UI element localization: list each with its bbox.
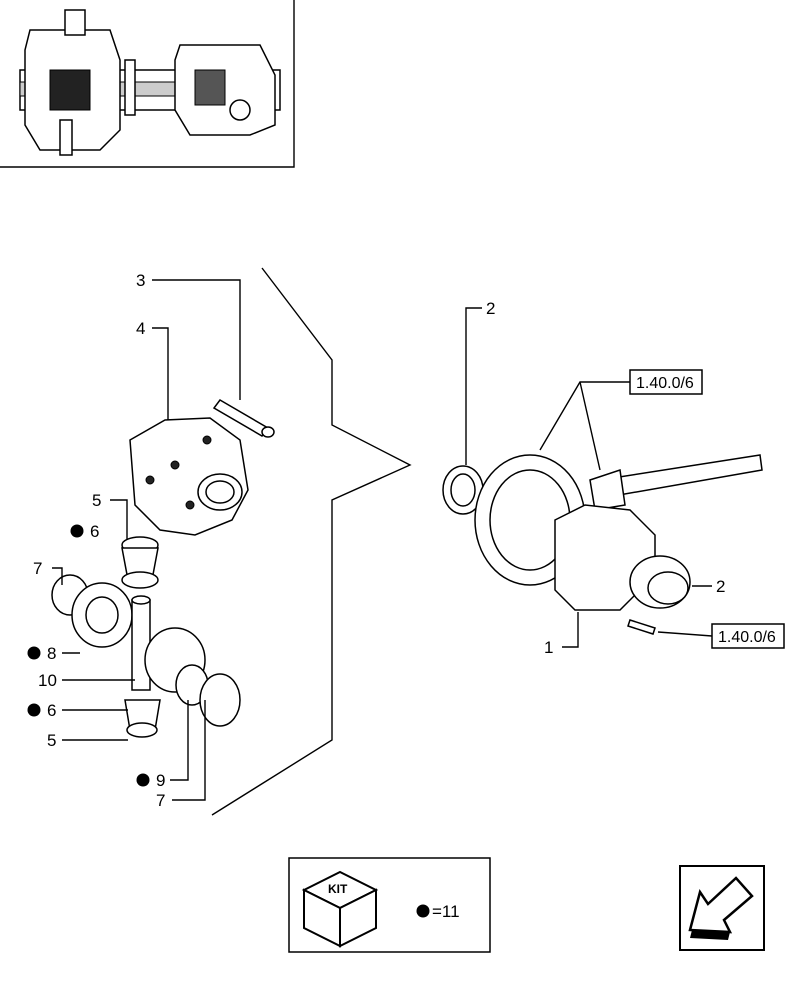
callout-5-top: 5: [92, 491, 101, 510]
kit-box-icon: KIT: [301, 870, 379, 948]
reference-box-bottom[interactable]: 1.40.0/6: [711, 623, 785, 649]
callout-3: 3: [136, 271, 145, 290]
bullet-dot-icon: [136, 773, 150, 787]
back-arrow-icon[interactable]: [688, 876, 754, 934]
callout-6-top: 6: [90, 522, 99, 541]
kit-value: =11: [432, 902, 460, 921]
leader-lines-left: [52, 279, 241, 801]
side-gear-left: [51, 574, 133, 648]
callout-4: 4: [136, 319, 145, 338]
assembled-differential: [442, 454, 763, 635]
leader-lines-right: [465, 307, 713, 648]
callout-2-right: 2: [716, 577, 725, 596]
callout-7-bottom: 7: [156, 791, 165, 810]
kit-label: KIT: [328, 882, 348, 896]
callout-1: 1: [544, 638, 553, 657]
side-gear-right: [144, 627, 241, 727]
differential-case-left: [129, 417, 249, 536]
pinion-gear-bottom: [124, 699, 161, 738]
back-arrow-button[interactable]: [679, 865, 765, 951]
shaft-pin: [131, 595, 151, 691]
bullet-dot-icon: [27, 646, 41, 660]
bullet-dot-icon: [27, 703, 41, 717]
cross-pin: [212, 399, 275, 438]
section-boundary: [211, 267, 412, 816]
reference-label-top[interactable]: 1.40.0/6: [636, 375, 694, 392]
axle-thumbnail: [0, 0, 295, 168]
reference-label-bottom[interactable]: 1.40.0/6: [718, 629, 776, 646]
callout-9: 9: [156, 771, 165, 790]
callout-6-bottom: 6: [47, 701, 56, 720]
callout-8: 8: [47, 644, 56, 663]
callout-2-top: 2: [486, 299, 495, 318]
pinion-gear-top: [121, 536, 159, 589]
callout-10: 10: [38, 671, 57, 690]
bullet-dot-icon: [416, 904, 430, 918]
kit-legend: KIT =11: [288, 857, 491, 953]
callout-7-top: 7: [33, 559, 42, 578]
bullet-dot-icon: [70, 524, 84, 538]
reference-box-top[interactable]: 1.40.0/6: [629, 369, 703, 395]
callout-5-bottom: 5: [47, 731, 56, 750]
